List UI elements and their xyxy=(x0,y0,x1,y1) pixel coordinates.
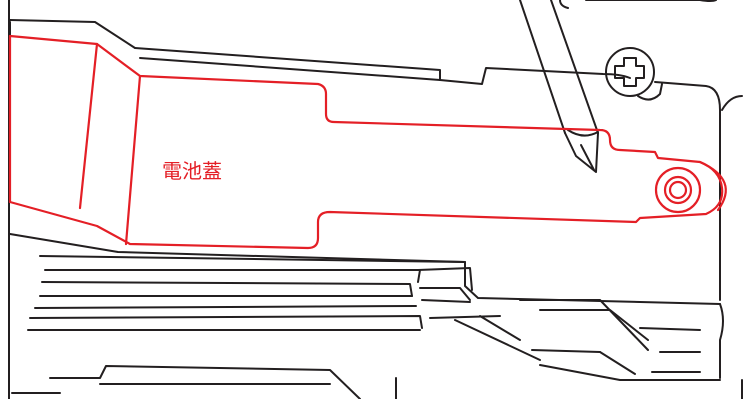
battery-cover-outline xyxy=(8,34,727,250)
lower-body xyxy=(9,233,724,399)
phillips-screw xyxy=(605,47,663,101)
upper-housing xyxy=(9,19,743,301)
screwdriver xyxy=(519,0,717,173)
battery-cover-label: 電池蓋 xyxy=(162,159,222,183)
